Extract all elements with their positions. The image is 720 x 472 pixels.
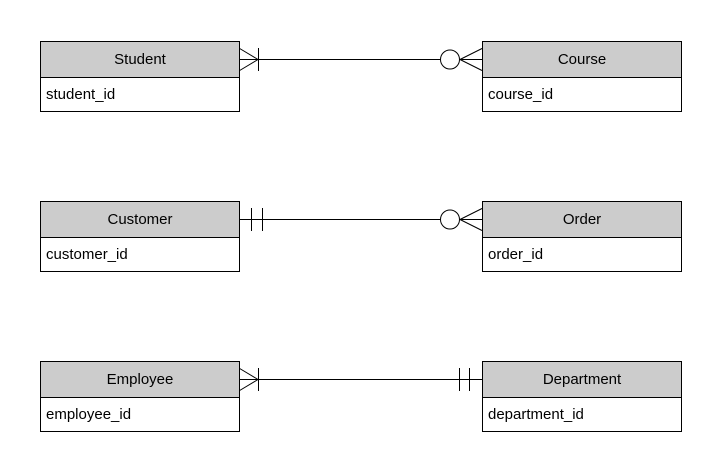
zero-or-many-icon xyxy=(440,208,483,231)
one-or-many-icon xyxy=(237,47,259,72)
relationship-student-course xyxy=(237,47,483,72)
entity-attribute: employee_id xyxy=(41,398,239,431)
entity-department[interactable]: Department department_id xyxy=(482,361,682,432)
entity-course[interactable]: Course course_id xyxy=(482,41,682,112)
entity-title: Student xyxy=(41,42,239,78)
entity-title: Customer xyxy=(41,202,239,238)
entity-employee[interactable]: Employee employee_id xyxy=(40,361,240,432)
entity-attribute: order_id xyxy=(483,238,681,271)
one-or-many-icon xyxy=(237,367,259,392)
entity-attribute: student_id xyxy=(41,78,239,111)
entity-title: Employee xyxy=(41,362,239,398)
entity-title: Department xyxy=(483,362,681,398)
entity-attribute: course_id xyxy=(483,78,681,111)
relationship-customer-order xyxy=(238,208,483,231)
entity-attribute: department_id xyxy=(483,398,681,431)
exactly-one-icon xyxy=(459,368,470,391)
entity-order[interactable]: Order order_id xyxy=(482,201,682,272)
entity-attribute: customer_id xyxy=(41,238,239,271)
entity-title: Course xyxy=(483,42,681,78)
entity-student[interactable]: Student student_id xyxy=(40,41,240,112)
exactly-one-icon xyxy=(251,208,263,231)
entity-customer[interactable]: Customer customer_id xyxy=(40,201,240,272)
zero-or-many-icon xyxy=(440,48,483,71)
entity-title: Order xyxy=(483,202,681,238)
relationship-employee-department xyxy=(237,367,482,392)
